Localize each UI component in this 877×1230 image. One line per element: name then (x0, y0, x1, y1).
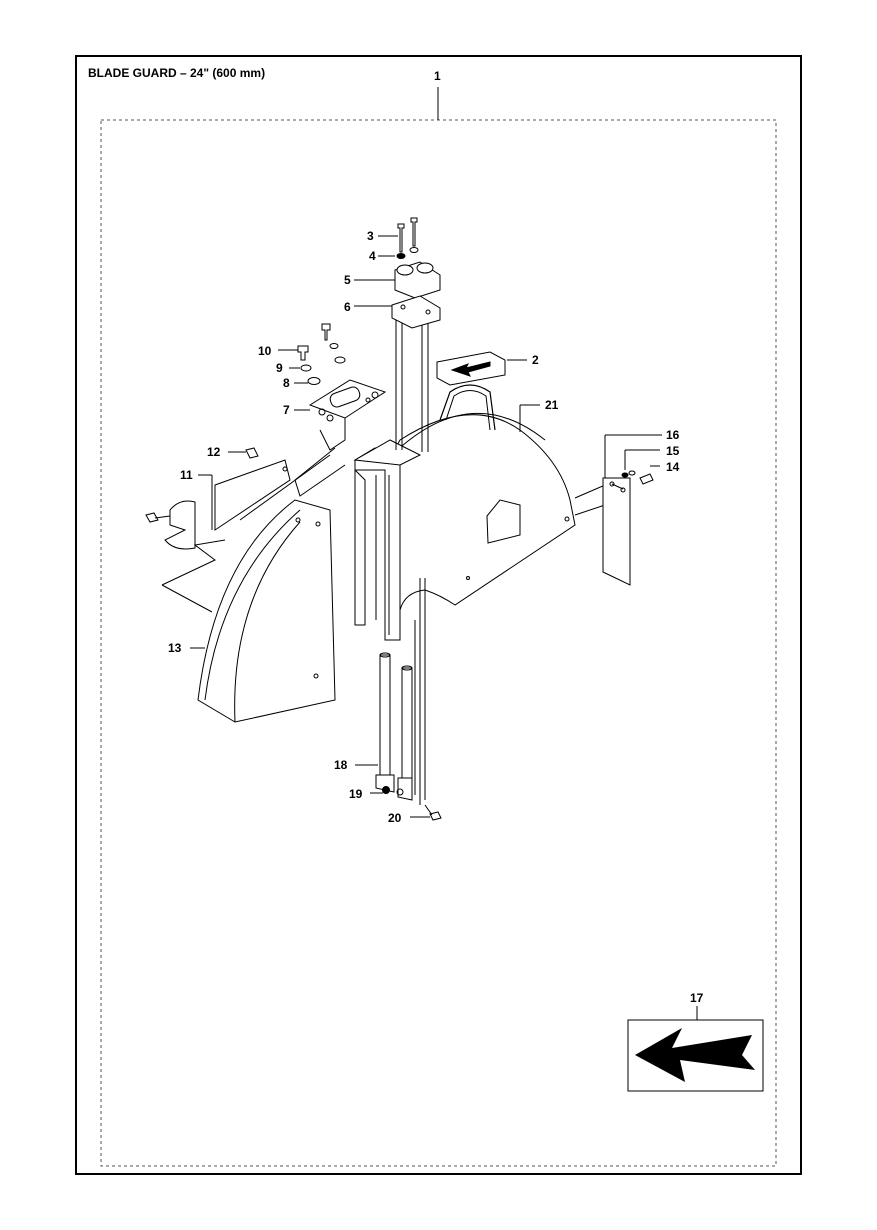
guard-hole-2 (466, 576, 470, 580)
screw-14 (639, 473, 654, 485)
half-ring (164, 500, 196, 550)
callout-1: 1 (434, 69, 441, 83)
callout-13: 13 (168, 641, 182, 655)
callout-19: 19 (349, 787, 363, 801)
tube-left (379, 654, 391, 786)
bolt-upper (321, 323, 331, 341)
bolt-left (145, 512, 159, 523)
callout-5: 5 (344, 273, 351, 287)
guard-handle (439, 384, 496, 431)
center-post-side (354, 468, 366, 626)
screw-12 (245, 447, 259, 459)
lower-arm (239, 454, 331, 521)
support-arm (294, 447, 346, 497)
plate-hole-1 (609, 481, 615, 487)
bolt-20 (429, 811, 442, 821)
tube-right (401, 667, 413, 789)
guard-grip (486, 499, 521, 544)
callout-12: 12 (207, 445, 221, 459)
callout-20: 20 (388, 811, 402, 825)
callout-18: 18 (334, 758, 348, 772)
nut-19 (382, 786, 390, 794)
callout-17: 17 (690, 991, 704, 1005)
callout-11: 11 (180, 468, 193, 482)
callout-8: 8 (283, 376, 290, 390)
tube-clip (375, 774, 395, 793)
drawing-frame (75, 55, 802, 1175)
washer-15 (621, 472, 629, 478)
hinge-barrel (329, 386, 361, 408)
blade-cover-11 (214, 459, 291, 531)
callout-6: 6 (344, 300, 351, 314)
post-top (353, 439, 422, 466)
washer-4b (409, 247, 419, 253)
arrow-17-shape (635, 1028, 755, 1082)
washer-upper (329, 343, 339, 349)
guard-shaft (574, 484, 606, 516)
nut-19b (396, 788, 404, 796)
guard-handle-inner (445, 390, 491, 431)
callout-9: 9 (276, 361, 283, 375)
left-guard-edge (204, 509, 301, 701)
washer-upper-2 (334, 356, 346, 364)
bolt-3b (410, 217, 418, 247)
guard-hole (564, 516, 570, 522)
washer-9 (300, 364, 312, 372)
callout-4: 4 (369, 249, 376, 263)
callout-14: 14 (666, 460, 680, 474)
callout-7: 7 (283, 403, 290, 417)
skid-plate (161, 539, 226, 613)
left-guard-inner (234, 521, 301, 723)
callout-2: 2 (532, 353, 539, 367)
bolt-3a (397, 223, 405, 253)
washer-4a (396, 253, 406, 259)
left-guard (197, 499, 336, 723)
main-guard-body (391, 414, 576, 641)
right-plate (602, 477, 631, 586)
callout-16: 16 (666, 428, 680, 442)
washer-8 (307, 377, 321, 385)
clamp-plate (391, 295, 441, 329)
callout-21: 21 (545, 398, 559, 412)
callout-3: 3 (367, 229, 374, 243)
bolt-10 (297, 345, 309, 361)
callout-15: 15 (666, 444, 680, 458)
main-guard-edge (391, 412, 546, 456)
plate-hole-2 (620, 487, 626, 493)
label-2-arrow (450, 361, 491, 377)
hinge-bracket-arm (319, 418, 346, 451)
page-title: BLADE GUARD – 24" (600 mm) (88, 66, 266, 80)
callout-10: 10 (258, 344, 272, 358)
